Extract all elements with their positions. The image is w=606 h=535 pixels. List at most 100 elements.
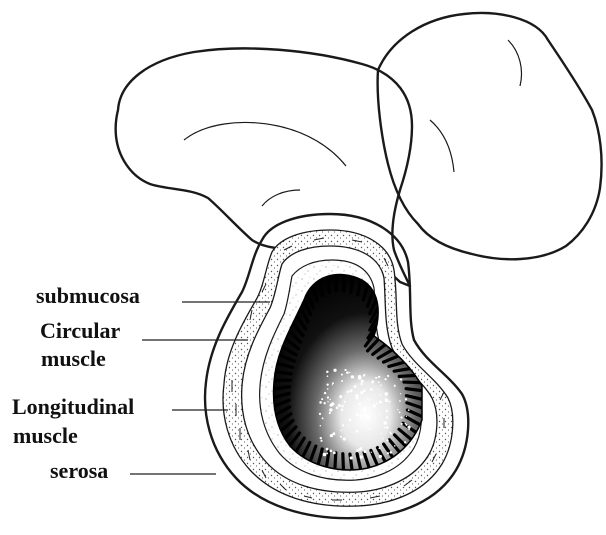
lumen-speckle [356,449,359,452]
lumen-speckle [331,402,334,405]
lumen-speckle [379,447,381,449]
lumen-speckle [320,425,321,426]
lumen-speckle [360,391,363,394]
lumen-speckle [324,392,326,394]
lumen-speckle [339,404,340,405]
lumen-speckle [363,389,366,392]
lumen-speckle [343,437,346,440]
lumen-speckle [385,392,388,395]
lumen-speckle [370,388,373,391]
lumen-speckle [389,401,391,403]
lumen-speckle [327,401,328,402]
lumen-speckle [379,455,382,458]
cross-section [205,214,468,518]
lumen-speckle [400,393,401,394]
lumen-speckle [389,432,391,434]
lumen-speckle [341,405,343,407]
lumen-speckle [321,398,323,400]
lumen-speckle [399,411,401,413]
villus [344,275,345,291]
villus [343,454,344,470]
lumen-speckle [360,455,363,458]
lumen-speckle [340,436,342,438]
lumen-speckle [326,448,329,451]
lumen-speckle [320,440,322,442]
lumen-speckle [319,413,321,415]
villus [351,276,353,292]
lumen-speckle [405,398,407,400]
lumen-speckle [327,396,329,398]
lumen-speckle [397,409,398,410]
lumen-speckle [369,428,371,430]
villus [336,275,337,291]
villus [404,382,420,383]
lumen-speckle [379,414,380,415]
lumen-speckle [375,377,377,379]
lumen-speckle [346,371,349,374]
lumen-speckle [368,399,370,401]
lumen-speckle [360,415,363,418]
label-longitudinal-line1: Longitudinal [12,394,134,419]
lumen-speckle [349,419,352,422]
lumen-speckle [381,433,382,434]
lumen-speckle [342,424,344,426]
lumen-speckle [351,375,354,378]
lumen-speckle [387,375,389,377]
lumen-speckle [406,416,407,417]
lumen-speckle [380,394,382,396]
lumen-speckle [371,380,374,383]
lumen-speckle [339,395,342,398]
villus [275,372,291,374]
lumen-speckle [319,401,322,404]
lumen-speckle [394,385,396,387]
lumen-speckle [336,406,339,409]
lumen-speckle [332,384,333,385]
lumen-speckle [347,391,349,393]
lumen-speckle [341,374,343,376]
lumen-speckle [354,385,357,388]
lumen-speckle [371,452,372,453]
lumen-speckle [408,429,410,431]
label-circular-line1: Circular [40,318,120,343]
lumen-speckle [332,382,334,384]
lumen-speckle [330,434,333,437]
lumen-speckle [327,388,329,390]
lumen-speckle [375,418,376,419]
lumen-speckle [322,417,324,419]
lumen-speckle [323,453,327,457]
lumen-speckle [333,369,336,372]
lumen-speckle [378,376,380,378]
lumen-speckle [344,369,346,371]
lumen-speckle [367,398,368,399]
villus [274,387,290,389]
lumen-speckle [379,401,382,404]
lumen-speckle [370,413,372,415]
lumen-speckle [358,403,360,405]
lumen-speckle [399,400,401,402]
lumen-speckle [341,409,343,411]
lumen-speckle [394,445,396,447]
lumen-speckle [374,404,375,405]
lumen-speckle [363,375,365,377]
villus [399,375,415,376]
lumen-speckle [390,451,393,454]
lumen-speckle [382,438,383,439]
lumen-speckle [383,421,387,425]
lumen-speckle [366,416,369,419]
lumen-speckle [349,372,350,373]
lumen-speckle [332,432,335,435]
lumen-speckle [386,416,388,418]
label-longitudinal-line2: muscle [13,423,78,448]
lumen-speckle [326,371,328,373]
lumen-speckle [340,430,342,432]
lumen-speckle [327,375,329,377]
lumen-speckle [363,450,366,453]
lumen-speckle [341,380,343,382]
label-serosa: serosa [50,458,108,483]
lumen-speckle [326,452,328,454]
lumen-speckle [347,425,348,426]
lumen-speckle [364,407,366,409]
lumen-speckle [405,423,407,425]
lumen-speckle [385,398,386,399]
